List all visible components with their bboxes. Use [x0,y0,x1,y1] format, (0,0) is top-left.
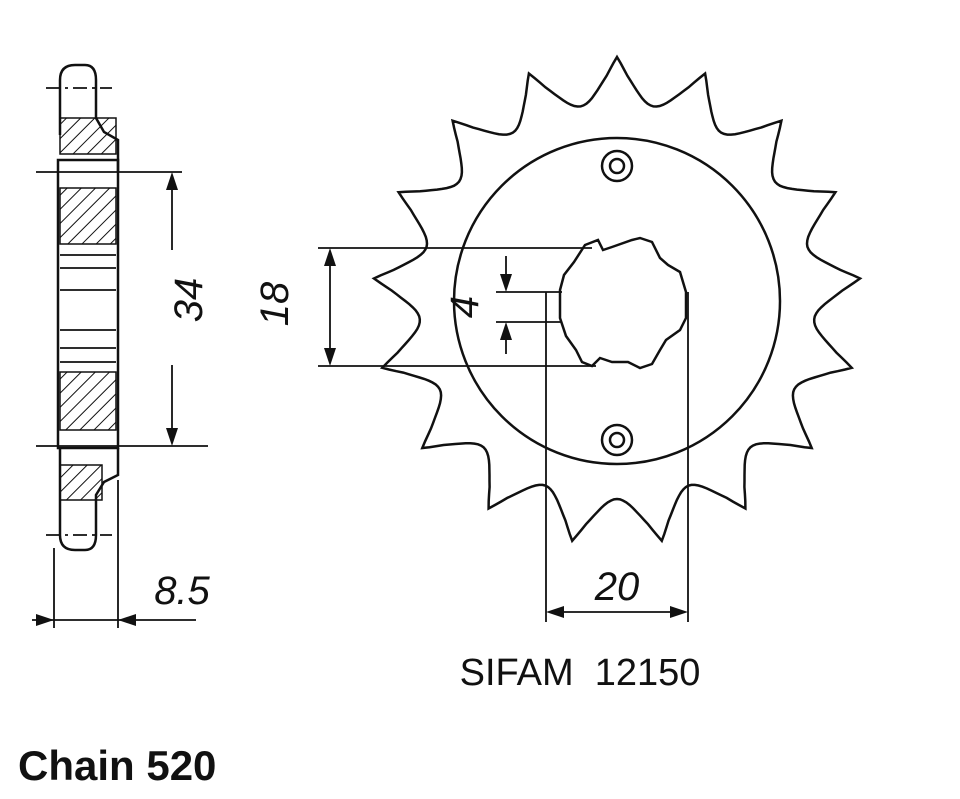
side-view: 34 8.5 [32,63,211,628]
hatch-top [59,117,117,155]
dim-spline-outer: 18 [253,247,596,367]
spline-bore [558,236,688,370]
dim-key-width-label: 4 [443,296,487,318]
side-tooth-top [58,63,120,172]
hatch-lower [59,371,117,431]
dim-key-width: 4 [443,256,562,354]
dim-hub-width-label: 34 [167,278,211,323]
sprocket-outline [371,54,863,544]
dim-thickness-label: 8.5 [154,569,210,613]
bolt-hole-top [600,149,634,183]
side-tooth-bottom [58,448,120,552]
front-view [371,54,863,544]
side-hub-body [56,158,120,450]
dim-center-distance-label: 20 [594,565,640,609]
dim-spline-outer-label: 18 [253,281,297,326]
part-reference: SIFAM 12150 [460,652,701,694]
bolt-hole-bottom [600,423,634,457]
chain-size-label: Chain 520 [18,742,216,789]
dim-center-distance: 20 [545,292,689,622]
hub-circle [452,136,782,466]
hatch-upper [59,187,117,245]
